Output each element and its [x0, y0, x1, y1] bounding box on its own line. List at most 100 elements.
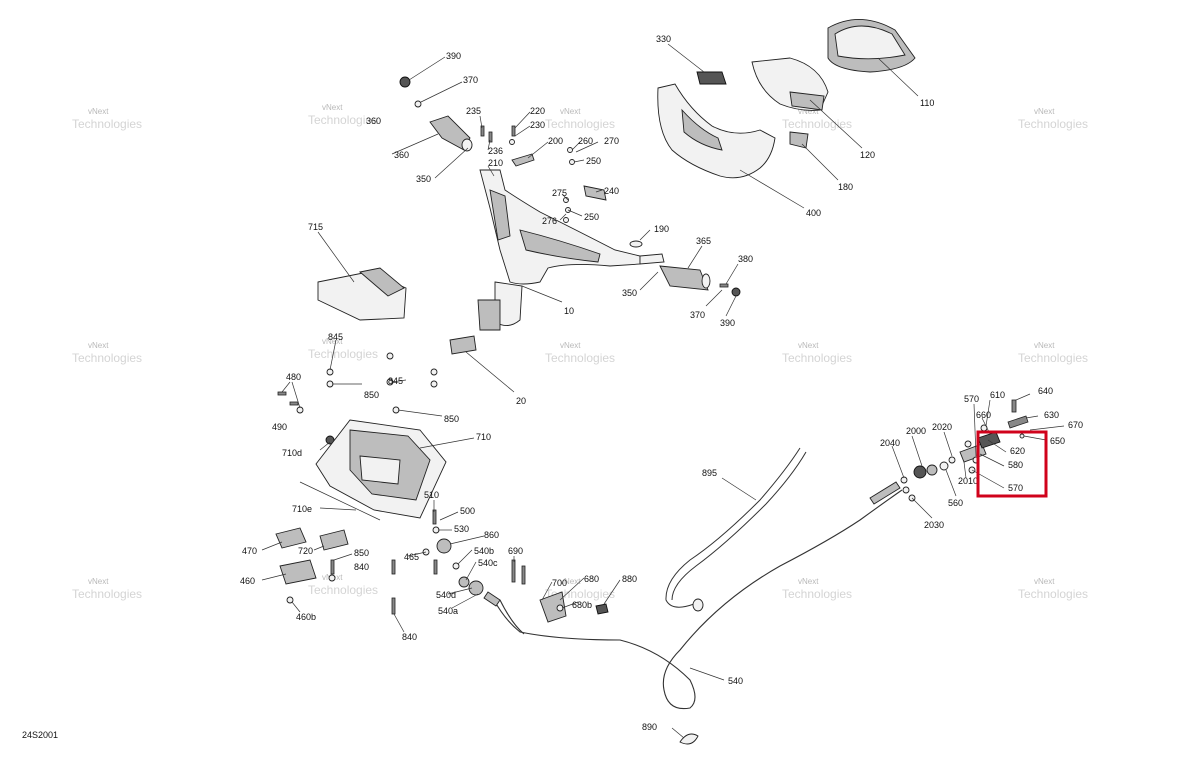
svg-text:Technologies: Technologies [1018, 587, 1088, 601]
watermark: vNext Technologies [545, 341, 615, 365]
svg-text:vNext: vNext [88, 107, 109, 116]
callout-250: 250 [584, 212, 599, 222]
svg-text:Technologies: Technologies [782, 351, 852, 365]
callout-710d: 710d [282, 448, 302, 458]
part-540b [452, 562, 460, 570]
svg-text:Technologies: Technologies [72, 117, 142, 131]
watermark: vNext Technologies [72, 107, 142, 131]
callout-710: 710 [476, 432, 491, 442]
svg-text:vNext: vNext [322, 337, 343, 346]
callout-660: 660 [976, 410, 991, 420]
callout-490: 490 [272, 422, 287, 432]
callout-460: 460 [240, 576, 255, 586]
part-370-washer [414, 100, 422, 108]
svg-text:vNext: vNext [1034, 577, 1055, 586]
svg-text:vNext: vNext [560, 107, 581, 116]
svg-text:Technologies: Technologies [545, 351, 615, 365]
callout-390: 390 [446, 51, 461, 61]
svg-text:Technologies: Technologies [72, 351, 142, 365]
part-10-column [477, 281, 523, 331]
watermark-grid: vNext Technologies vNext Technologies vN… [72, 103, 1088, 601]
callout-840: 840 [402, 632, 417, 642]
callout-465: 465 [404, 552, 419, 562]
callout-650: 650 [1050, 436, 1065, 446]
part-880-clip [595, 603, 609, 615]
svg-text:vNext: vNext [798, 341, 819, 350]
part-240-lever [583, 185, 607, 201]
part-365-grip [659, 265, 711, 291]
callout-260: 260 [578, 136, 593, 146]
callout-715: 715 [308, 222, 323, 232]
callout-10: 10 [564, 306, 574, 316]
callout-610: 610 [990, 390, 1005, 400]
callout-2000: 2000 [906, 426, 926, 436]
svg-text:Technologies: Technologies [308, 583, 378, 597]
watermark: vNext Technologies [1018, 107, 1088, 131]
part-540-cable [493, 489, 903, 710]
callout-365: 365 [696, 236, 711, 246]
callout-110: 110 [920, 98, 934, 108]
part-720-pad [319, 529, 349, 551]
callout-700: 700 [552, 578, 567, 588]
callout-540a: 540a [438, 606, 458, 616]
part-640-screw [1011, 399, 1017, 413]
callout-470: 470 [242, 546, 257, 556]
part-390-cap-right [731, 287, 741, 297]
part-110-cover [827, 19, 916, 73]
part-630-bolt [1007, 415, 1029, 429]
callout-690: 690 [508, 546, 523, 556]
callout-370: 370 [690, 310, 705, 320]
callout-2010: 2010 [958, 476, 978, 486]
diagram-code: 24S2001 [22, 730, 58, 740]
callout-560: 560 [948, 498, 963, 508]
part-470-pad [275, 527, 307, 549]
callout-230: 230 [530, 120, 545, 130]
callout-630: 630 [1044, 410, 1059, 420]
callout-510: 510 [424, 490, 439, 500]
callout-850: 850 [354, 548, 369, 558]
svg-text:vNext: vNext [798, 107, 819, 116]
watermark: vNext Technologies [782, 107, 852, 131]
leader-lines [261, 43, 1065, 739]
callout-710e: 710e [292, 504, 312, 514]
callout-330: 330 [656, 34, 671, 44]
part-2000-nut-assembly [900, 461, 949, 502]
callout-350: 350 [416, 174, 431, 184]
watermark: vNext Technologies [782, 577, 852, 601]
callout-180: 180 [838, 182, 853, 192]
callout-890: 890 [642, 722, 657, 732]
callout-540: 540 [728, 676, 743, 686]
part-860-nut [436, 538, 452, 554]
svg-text:vNext: vNext [88, 577, 109, 586]
callout-390: 390 [720, 318, 735, 328]
callout-210: 210 [488, 158, 503, 168]
callout-360: 360 [394, 150, 409, 160]
callout-720: 720 [298, 546, 313, 556]
callout-236: 236 [488, 146, 503, 156]
part-895-hose [665, 447, 801, 608]
callout-350: 350 [622, 288, 637, 298]
watermark: vNext Technologies [545, 107, 615, 131]
svg-text:vNext: vNext [560, 577, 581, 586]
callout-240: 240 [604, 186, 619, 196]
fastener-group-lower [328, 509, 440, 615]
part-650-washer [1019, 433, 1025, 439]
part-610-connector [977, 424, 1001, 449]
callout-200: 200 [548, 136, 563, 146]
svg-text:vNext: vNext [88, 341, 109, 350]
watermark: vNext Technologies [308, 103, 378, 127]
callout-845: 845 [388, 376, 403, 386]
callout-620: 620 [1010, 446, 1025, 456]
watermark: vNext Technologies [782, 341, 852, 365]
watermark: vNext Technologies [308, 573, 378, 597]
part-380-screw [719, 283, 729, 288]
callout-220: 220 [530, 106, 545, 116]
small-hardware-group [480, 125, 575, 223]
callout-400: 400 [806, 208, 821, 218]
part-200-lever [511, 153, 535, 167]
callout-120: 120 [860, 150, 875, 160]
callout-850: 850 [364, 390, 379, 400]
part-710-bracket [315, 419, 447, 519]
watermark: vNext Technologies [308, 337, 378, 361]
